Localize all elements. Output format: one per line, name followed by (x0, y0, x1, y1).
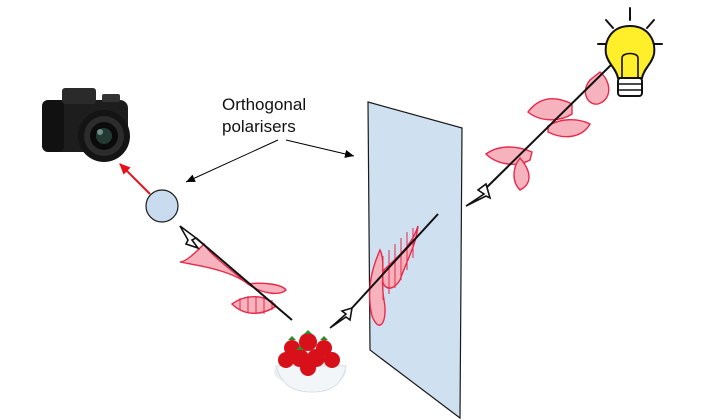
label-pointer-right (285, 139, 355, 158)
light-bulb-icon (597, 7, 663, 97)
orthogonal-polarisers-label: Orthogonal polarisers (222, 94, 306, 138)
strawberry-bowl-icon (274, 330, 347, 393)
label-line-1: Orthogonal (222, 95, 307, 114)
analyser-polariser (145, 189, 179, 223)
filtered-arrow-head (329, 306, 354, 329)
label-pointer-left (185, 139, 279, 183)
to-camera-arrow (119, 163, 151, 195)
incident-light-wave (465, 55, 625, 207)
label-line-2: polarisers (222, 117, 296, 136)
reflected-arrow-head (179, 225, 201, 250)
camera-icon (42, 88, 130, 162)
polariser-panel (367, 101, 463, 420)
incident-arrow-head (465, 182, 492, 207)
filtered-wave (329, 213, 439, 329)
reflected-wave (179, 225, 293, 321)
